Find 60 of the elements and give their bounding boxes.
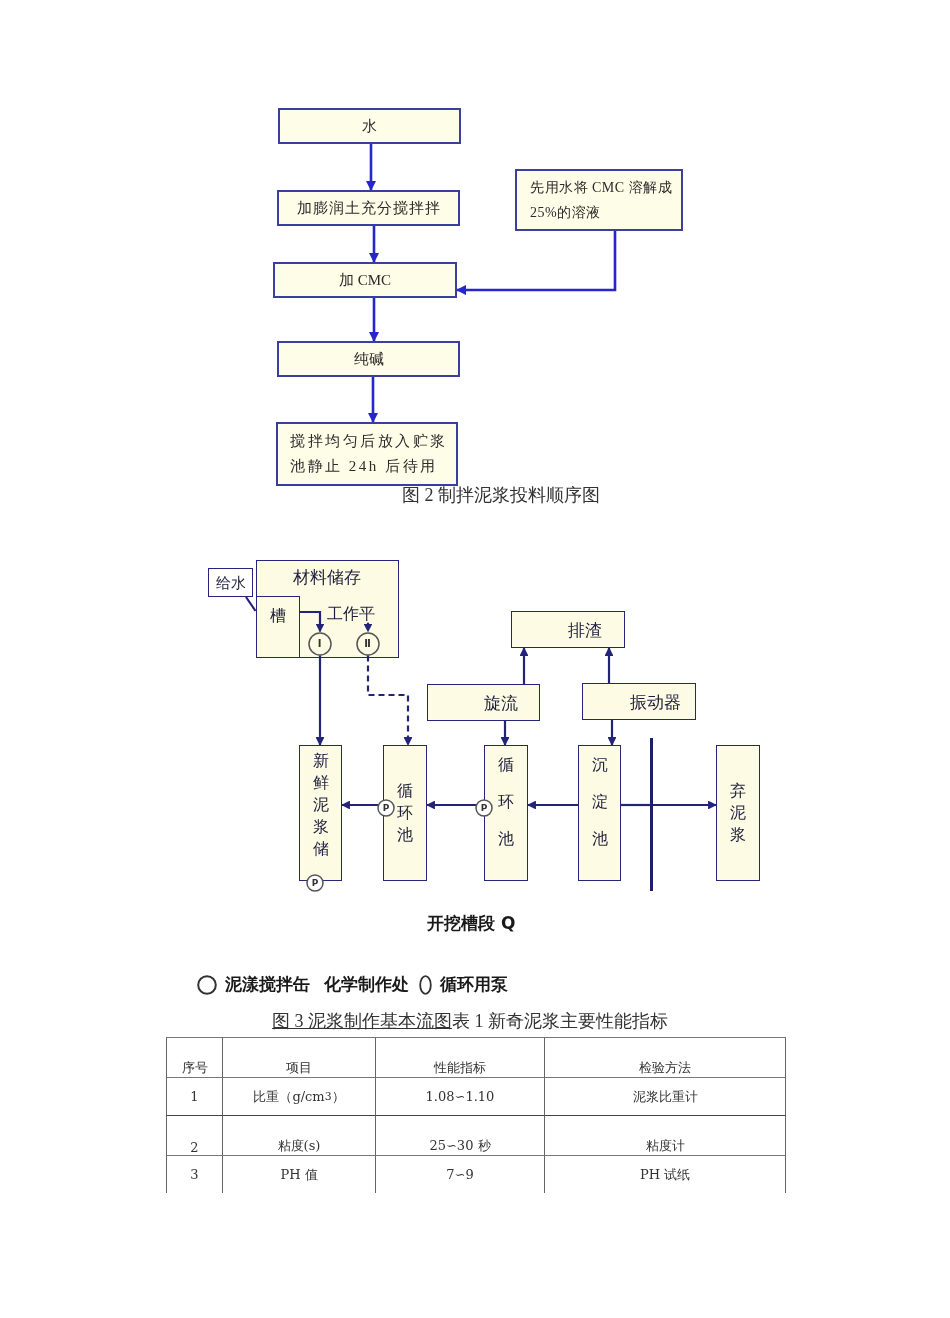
section-label: 开挖槽段 Q [427, 913, 516, 934]
process-box: 振动器 [582, 683, 696, 720]
pump-circle: Ⅱ [355, 631, 380, 656]
tank-box: 槽 [255, 595, 300, 658]
table-caption: 表 1 新奇泥浆主要性能指标 [452, 1011, 668, 1031]
arrow [607, 720, 617, 746]
vertical-line [650, 738, 653, 891]
table-cell: PH 试纸 [544, 1155, 786, 1193]
arrow [368, 226, 380, 264]
legend-text: 泥漾搅拌缶 化学制作处 [225, 973, 409, 996]
arrow [455, 231, 617, 296]
text-label: 工作平 [326, 603, 375, 623]
pump-circle: P [306, 874, 324, 892]
table-cell: 7∽9 [375, 1155, 544, 1193]
pump-circle: Ⅰ [307, 631, 332, 656]
table-header-cell: 项目 [222, 1037, 375, 1077]
table-cell: 粘度计 [544, 1115, 786, 1155]
arrow [368, 298, 380, 343]
storage-box [256, 560, 399, 658]
table-header-cell: 序号 [166, 1037, 222, 1077]
process-box: 纯碱 [277, 341, 460, 377]
arrow [604, 647, 614, 683]
table-cell: 粘度(s) [222, 1115, 375, 1155]
table-header-cell: 检验方法 [544, 1037, 786, 1077]
arrow [527, 800, 578, 810]
arrow [299, 610, 325, 633]
arrow [367, 377, 379, 424]
process-box: 旋流 [427, 684, 540, 721]
legend-text: 循环用泵 [439, 973, 508, 996]
pump-circle: P [377, 799, 395, 817]
arrow [366, 655, 413, 746]
arrow [519, 647, 529, 684]
tank-box: 弃泥浆 [716, 745, 760, 881]
table-cell: PH 值 [222, 1155, 375, 1193]
pump-circle: P [475, 799, 493, 817]
process-box: 搅拌均匀后放入贮浆池静止 24h 后待用 [276, 422, 458, 486]
figure-caption: 图 2 制拌泥浆投料顺序图 [402, 485, 600, 507]
arrow [315, 655, 325, 746]
label-box: 给水 [208, 568, 253, 597]
table-cell: 25∽30 秒 [375, 1115, 544, 1155]
leader-line [245, 596, 257, 612]
table-cell: 2 [166, 1115, 222, 1155]
arrow [653, 800, 717, 810]
table-cell: 3 [166, 1155, 222, 1193]
process-box: 排渣 [511, 611, 625, 648]
figure-caption: 图 3 泥浆制作基本流图 [272, 1011, 452, 1031]
note-box: 先用水将 CMC 溶解成25%的溶液 [515, 169, 683, 231]
table-cell: 1 [166, 1077, 222, 1115]
tank-box: 沉淀池 [578, 745, 621, 881]
process-box: 加膨润土充分搅拌拌 [277, 190, 460, 226]
arrow [500, 721, 510, 746]
process-box: 水 [278, 108, 461, 144]
table-header-cell: 性能指标 [375, 1037, 544, 1077]
table-cell: 泥浆比重计 [544, 1077, 786, 1115]
table-cell: 1.08∽1.10 [375, 1077, 544, 1115]
process-box: 加 CMC [273, 262, 457, 298]
arrow [365, 144, 377, 192]
connector-line [621, 803, 650, 807]
arrow [363, 622, 373, 633]
box-title: 材料储存 [293, 567, 361, 588]
